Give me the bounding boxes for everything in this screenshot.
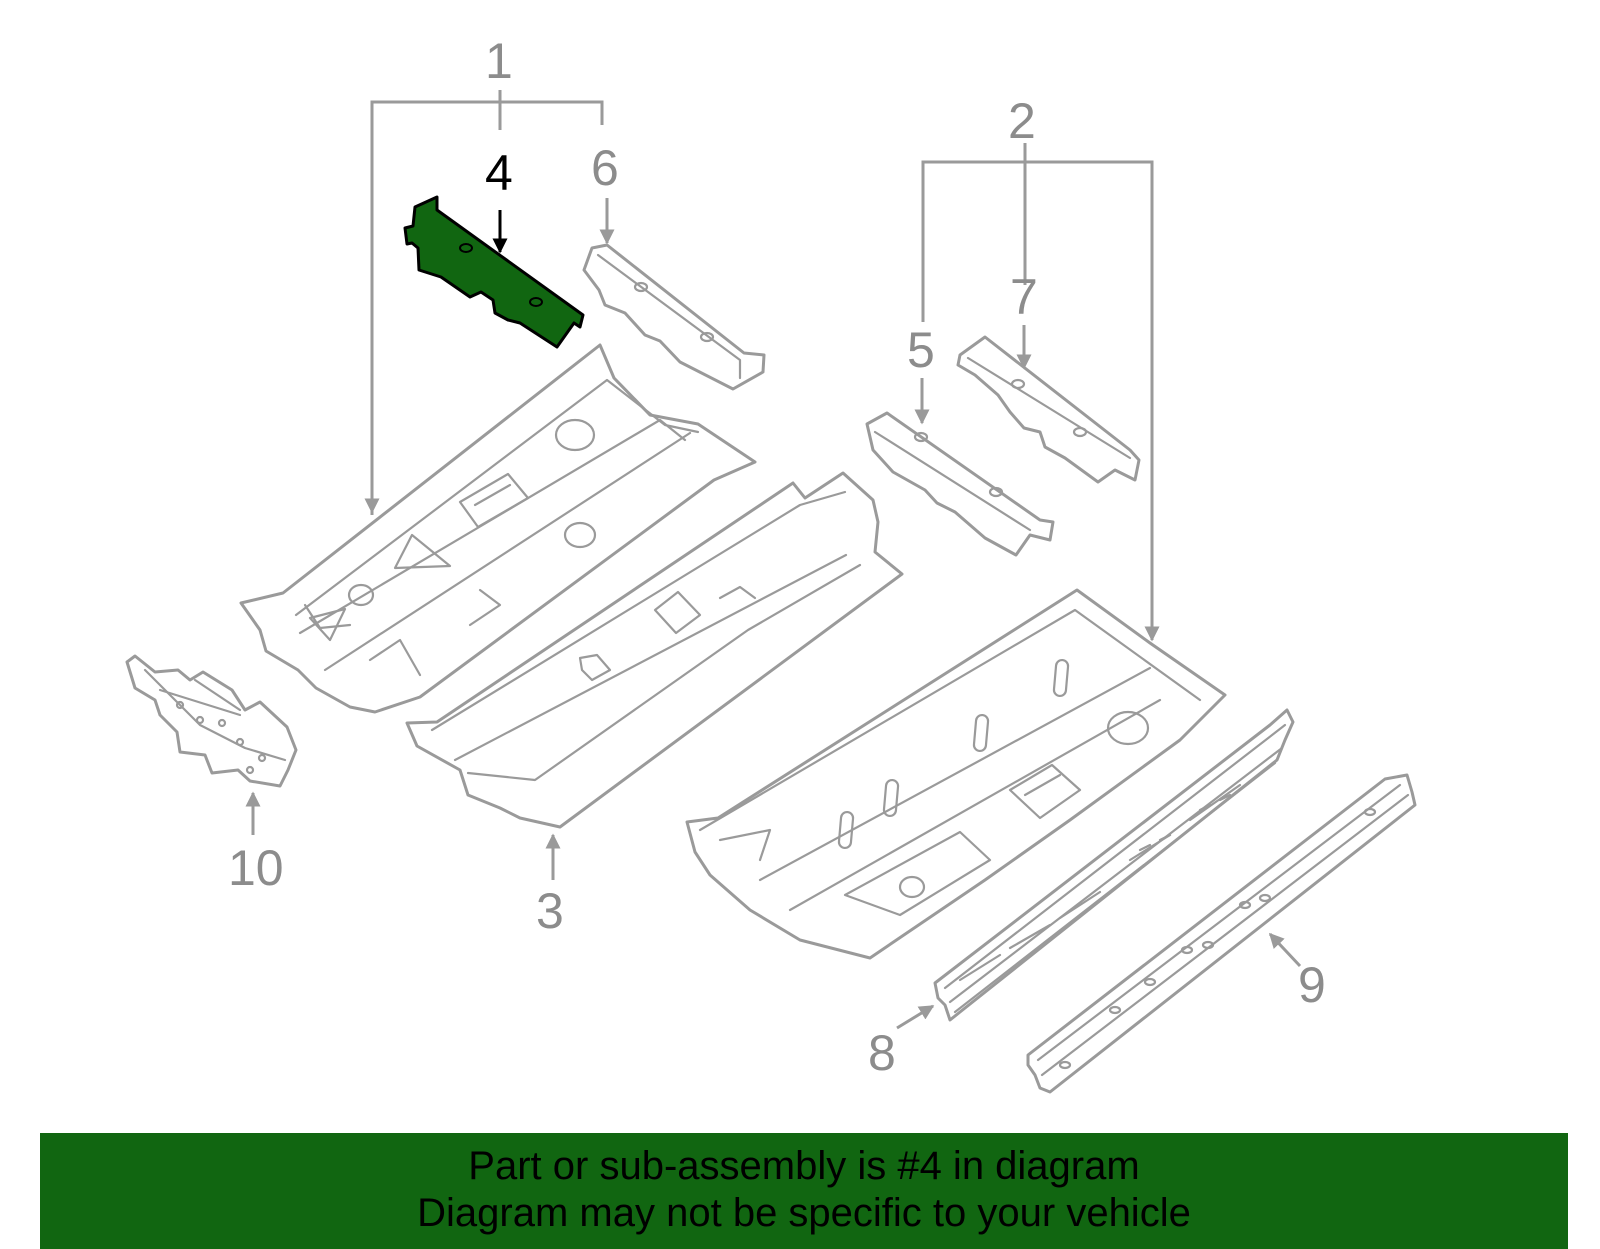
part-rear-floor (685, 588, 1227, 960)
callout-7-label: 7 (1010, 269, 1038, 325)
part-9 (1026, 773, 1417, 1094)
part-7 (956, 335, 1141, 484)
part-4-highlighted (403, 195, 585, 349)
callout-8-label: 8 (868, 1025, 896, 1081)
callout-9-leader (1268, 932, 1302, 968)
callout-1-label: 1 (485, 33, 513, 89)
part-5 (865, 411, 1055, 557)
callout-2-leader (921, 143, 1160, 642)
callout-2-label: 2 (1008, 93, 1036, 149)
callout-3-label: 3 (536, 883, 564, 939)
callout-6-label: 6 (591, 140, 619, 196)
callout-8-leader (896, 1004, 935, 1030)
banner-line-part: Part or sub-assembly is #4 in diagram (468, 1144, 1140, 1188)
callout-9-label: 9 (1298, 957, 1326, 1013)
part-front-floor-left (239, 343, 757, 714)
callout-4-label: 4 (485, 145, 513, 201)
callout-5-label: 5 (907, 322, 935, 378)
callout-1-leader (364, 90, 604, 515)
part-10 (125, 654, 298, 788)
banner-line-disclaimer: Diagram may not be specific to your vehi… (417, 1191, 1191, 1235)
part-3 (405, 471, 904, 829)
info-banner: Part or sub-assembly is #4 in diagram Di… (40, 1133, 1568, 1249)
part-8 (933, 708, 1295, 1022)
part-6 (582, 243, 766, 391)
callout-10-label: 10 (228, 840, 284, 896)
